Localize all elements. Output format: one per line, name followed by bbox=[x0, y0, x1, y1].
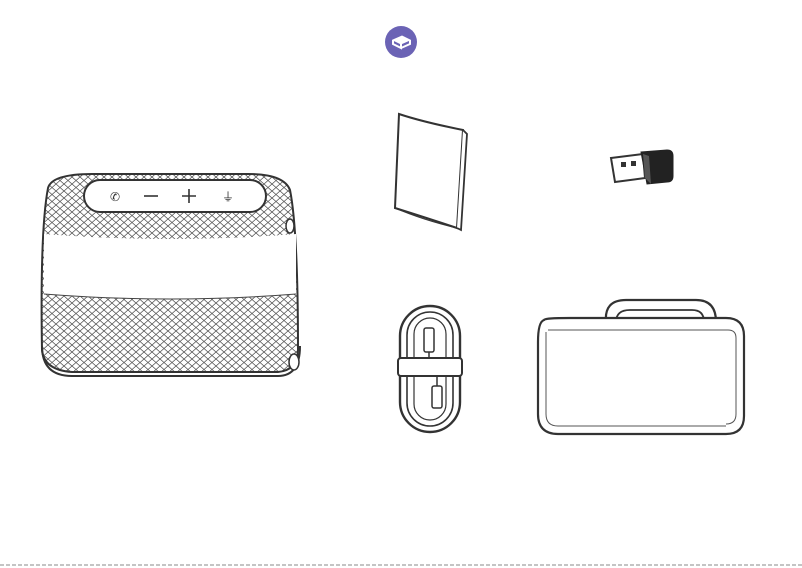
info-badge bbox=[384, 25, 418, 59]
speakerphone: ✆ ⏚ bbox=[32, 170, 304, 388]
page-divider bbox=[0, 564, 802, 566]
usb-dongle bbox=[607, 148, 675, 188]
carrying-case bbox=[530, 296, 748, 438]
quick-start-guide bbox=[393, 110, 473, 232]
carrying-case-icon bbox=[530, 296, 748, 438]
usb-dongle-icon bbox=[607, 148, 675, 188]
book-icon bbox=[384, 25, 418, 59]
phone-icon: ✆ bbox=[110, 190, 120, 204]
speakerphone-illustration: ✆ ⏚ bbox=[32, 170, 304, 388]
coiled-cable-icon bbox=[396, 302, 464, 436]
usb-cable bbox=[396, 302, 464, 436]
booklet-icon bbox=[393, 110, 473, 232]
mute-icon: ⏚ bbox=[222, 190, 234, 204]
